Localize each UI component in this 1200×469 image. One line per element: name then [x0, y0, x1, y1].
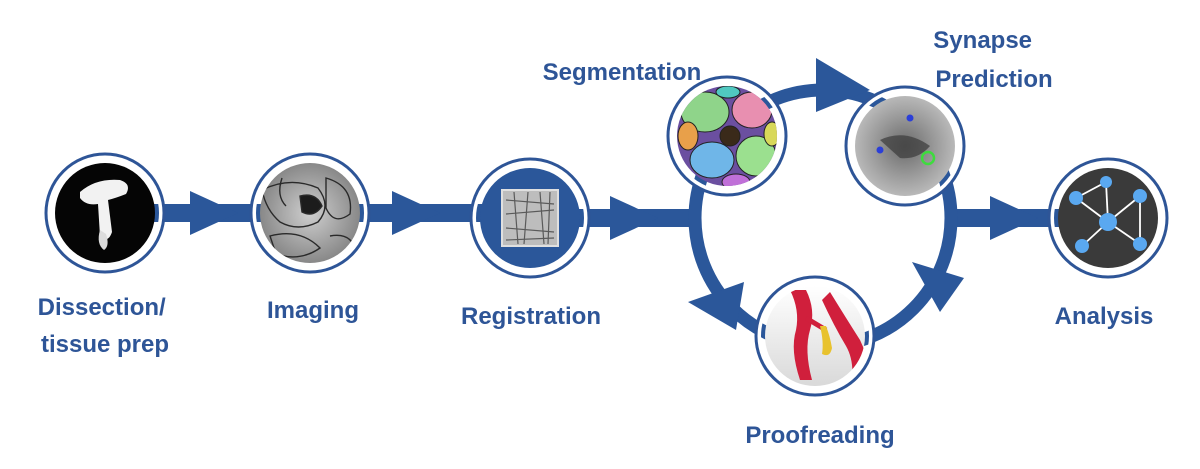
segmentation-image: [677, 86, 777, 186]
label-dissection: Dissection/ tissue prep: [38, 294, 173, 358]
label-dissection-line2: tissue prep: [41, 331, 169, 358]
label-segmentation: Segmentation: [543, 59, 702, 86]
loop-arrow-icon: [688, 282, 744, 330]
arrow-right-icon: [392, 191, 440, 235]
label-imaging: Imaging: [267, 297, 359, 324]
arrow-right-icon: [190, 191, 238, 235]
stage-node-dissection: [44, 152, 166, 274]
loop-arrow-icon: [816, 58, 870, 112]
arrow-right-icon: [990, 196, 1038, 240]
synapse-image: [876, 114, 936, 166]
stage-node-proofreading: [754, 275, 876, 397]
label-analysis: Analysis: [1055, 303, 1154, 330]
stage-node-analysis: [1047, 157, 1169, 279]
stage-node-synapse: [844, 85, 966, 207]
label-registration: Registration: [461, 303, 601, 330]
label-synapse-line2: Prediction: [935, 66, 1052, 93]
label-dissection-line1: Dissection/: [38, 294, 166, 321]
image-stack-icon: [501, 189, 559, 247]
stage-node-segmentation: [666, 75, 788, 197]
label-synapse: Synapse Prediction: [933, 27, 1052, 93]
arrow-right-icon: [610, 196, 658, 240]
stage-node-registration: [469, 157, 591, 279]
stage-node-imaging: [249, 152, 371, 274]
label-synapse-line1: Synapse: [933, 27, 1032, 54]
tissue-sample-image: [80, 179, 128, 250]
label-proofreading: Proofreading: [745, 422, 894, 449]
network-graph-icon: [1069, 176, 1147, 253]
neuron-mesh-image: [790, 290, 865, 380]
loop-arrow-icon: [912, 262, 964, 312]
